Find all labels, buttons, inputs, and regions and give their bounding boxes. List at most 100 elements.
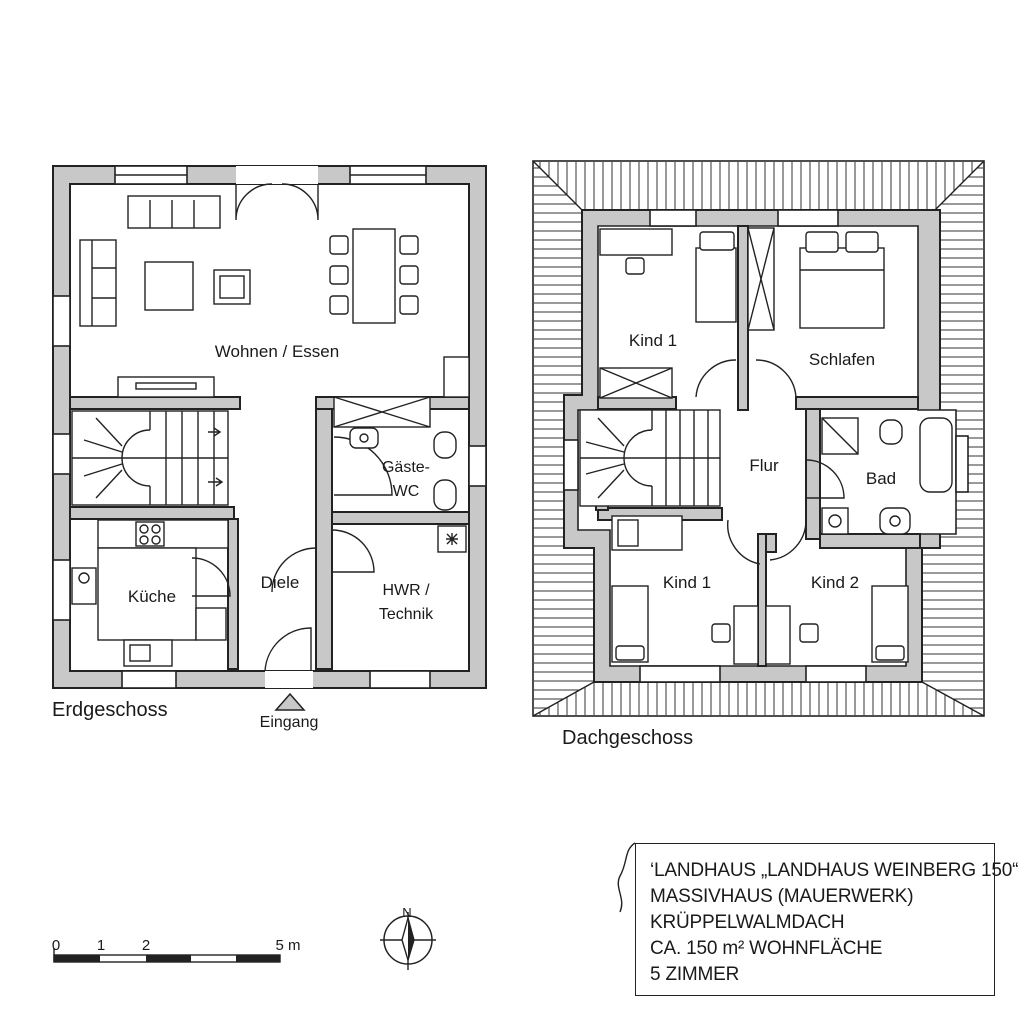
floor-title-dachgeschoss: Dachgeschoss <box>562 727 693 749</box>
tv-sideboard <box>117 376 215 398</box>
ground-floor-plan: Wohnen / Essen Gäste- WC Küche Diele HWR… <box>52 165 487 731</box>
double-bed <box>799 247 885 329</box>
pillow <box>615 645 645 661</box>
room-label-diele: Diele <box>261 573 300 592</box>
north-label: N <box>402 905 411 920</box>
interior-wall <box>315 408 333 670</box>
sofa <box>79 239 117 327</box>
desk <box>599 228 673 256</box>
room-label-kind-1-top: Kind 1 <box>629 331 677 350</box>
bath-door <box>805 459 845 499</box>
desk <box>733 605 759 665</box>
chair <box>799 623 819 643</box>
scale-label-1: 1 <box>97 937 105 954</box>
chair <box>329 265 349 285</box>
cabinet <box>443 356 470 398</box>
room-label-bad: Bad <box>866 469 896 488</box>
interior-wall <box>765 533 777 553</box>
room-label-hwr: HWR / <box>382 582 430 599</box>
window <box>52 295 71 347</box>
chair <box>625 257 645 275</box>
interior-wall <box>227 518 239 670</box>
wc-door <box>333 436 393 496</box>
room-label-schlafen: Schlafen <box>809 350 875 369</box>
window <box>649 209 697 227</box>
toilet <box>433 479 457 511</box>
sofa <box>127 195 221 229</box>
window <box>955 435 969 493</box>
roof-hatching <box>534 162 983 715</box>
window <box>563 439 579 491</box>
interior-wall <box>805 408 821 540</box>
wash-basin <box>879 507 911 535</box>
desk <box>611 515 683 551</box>
room-label-wohnen-essen: Wohnen / Essen <box>215 342 339 361</box>
hwr-door <box>331 529 375 573</box>
chair <box>329 295 349 315</box>
interior-wall <box>69 396 241 410</box>
scale-label-0: 0 <box>52 937 60 954</box>
wash-basin <box>349 427 379 449</box>
window <box>805 665 867 683</box>
kitchen-door <box>191 557 231 597</box>
entrance-label: Eingang <box>260 714 319 731</box>
room-label-kind-1-bottom: Kind 1 <box>663 573 711 592</box>
room-label-flur: Flur <box>749 456 779 475</box>
toilet <box>433 431 457 459</box>
pillow <box>875 645 905 661</box>
oven <box>71 567 97 605</box>
info-line-rooms: 5 ZIMMER <box>650 964 740 985</box>
pillow <box>699 231 735 251</box>
chair <box>399 265 419 285</box>
cabinet <box>195 607 227 641</box>
window <box>121 670 177 689</box>
terrace-door <box>235 183 319 221</box>
washing-machine <box>821 507 849 535</box>
window <box>777 209 839 227</box>
interior-wall <box>597 396 677 410</box>
project-info-box: ‘LANDHAUS „LANDHAUS WEINBERG 150“ MASSIV… <box>635 843 1019 996</box>
sink <box>123 639 173 667</box>
room-label-technik: Technik <box>379 606 434 623</box>
chair <box>711 623 731 643</box>
child-room-doors <box>727 519 807 565</box>
chair <box>399 235 419 255</box>
window <box>468 445 487 487</box>
attic-floor-plan: Kind 1 Schlafen Flur Bad Kind 1 Kind 2 D… <box>532 160 985 749</box>
info-box-curl <box>617 842 636 913</box>
room-label-kind-2: Kind 2 <box>811 573 859 592</box>
info-line-title: ‘LANDHAUS „LANDHAUS WEINBERG 150“ <box>650 860 1019 881</box>
bathtub <box>919 417 953 493</box>
interior-wall <box>737 225 749 411</box>
interior-wall <box>819 533 921 549</box>
window <box>639 665 721 683</box>
info-line-roof: KRÜPPELWALMDACH <box>650 912 845 933</box>
entrance-door <box>264 627 312 672</box>
chair <box>329 235 349 255</box>
interior-wall <box>331 511 470 525</box>
scale-bar: 0 1 2 5 m <box>52 937 301 963</box>
pillow <box>805 231 839 253</box>
info-line-construction: MASSIVHAUS (MAUERWERK) <box>650 886 914 907</box>
info-line-area: CA. 150 m² WOHNFLÄCHE <box>650 938 883 959</box>
window <box>52 559 71 621</box>
window <box>52 433 71 475</box>
floor-title-erdgeschoss: Erdgeschoss <box>52 699 168 721</box>
chair <box>399 295 419 315</box>
coffee-table <box>144 261 194 311</box>
room-label-kueche: Küche <box>128 587 176 606</box>
dining-table <box>352 228 396 324</box>
desk <box>765 605 791 665</box>
kitchen-island <box>97 547 197 641</box>
interior-wall <box>757 533 767 667</box>
pillow <box>845 231 879 253</box>
window <box>369 670 431 689</box>
staircase <box>579 409 721 507</box>
room-label-wc: WC <box>393 483 420 500</box>
north-arrow-icon: N <box>380 905 436 970</box>
interior-wall <box>795 396 919 410</box>
diele-door <box>271 547 317 593</box>
scale-label-5m: 5 m <box>275 937 300 954</box>
bedroom-doors <box>695 359 797 398</box>
